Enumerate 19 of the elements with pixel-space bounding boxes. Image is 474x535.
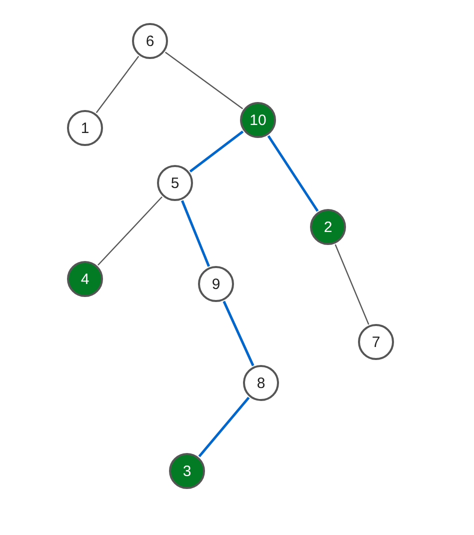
tree-node: 6 <box>132 23 168 59</box>
tree-node: 5 <box>157 165 193 201</box>
tree-node: 3 <box>169 453 205 489</box>
tree-edge <box>98 196 162 266</box>
tree-edge <box>198 396 250 458</box>
tree-node: 10 <box>240 102 276 138</box>
tree-edge <box>222 300 254 366</box>
tree-node: 7 <box>358 324 394 360</box>
tree-edge <box>189 130 244 172</box>
tree-edge <box>334 244 370 325</box>
tree-node: 4 <box>67 261 103 297</box>
tree-edge <box>180 200 210 267</box>
tree-node: 1 <box>67 110 103 146</box>
tree-edge <box>267 135 319 212</box>
tree-node: 9 <box>198 266 234 302</box>
tree-edge <box>164 52 244 110</box>
tree-node: 2 <box>310 209 346 245</box>
tree-edge <box>96 56 140 114</box>
tree-node: 8 <box>243 365 279 401</box>
